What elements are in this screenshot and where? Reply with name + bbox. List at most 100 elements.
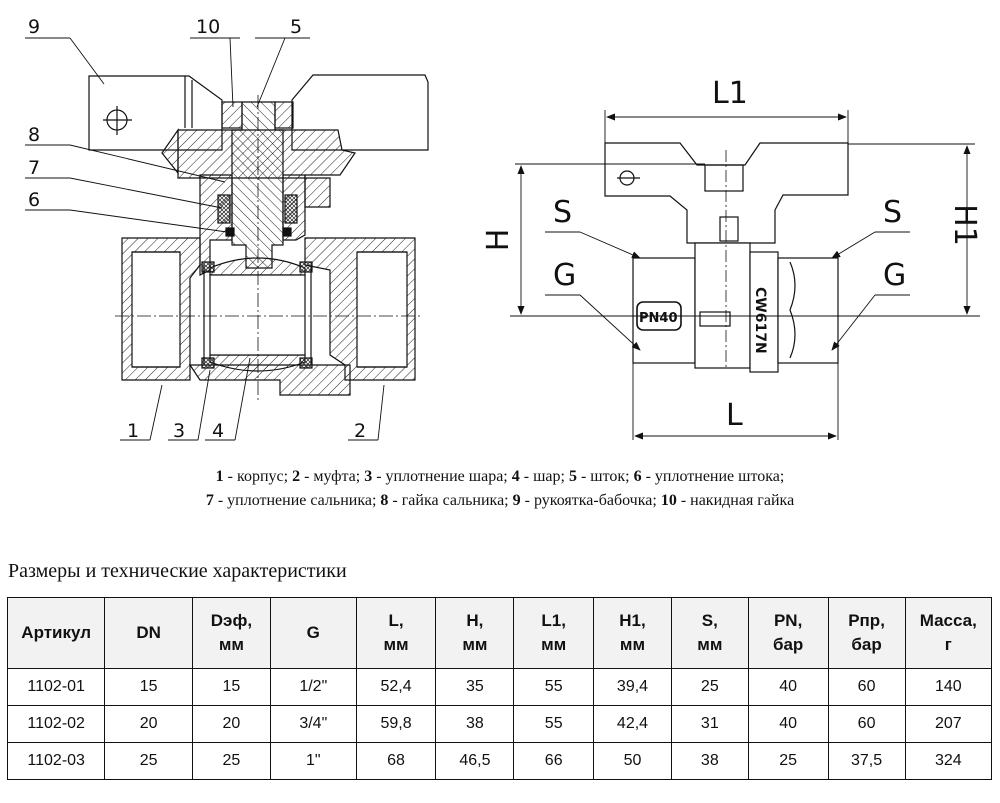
table-cell: 39,4 — [593, 668, 672, 706]
column-header: H, мм — [435, 597, 515, 669]
column-header: Pпр, бар — [827, 597, 906, 669]
dim-label-G-right: G — [883, 258, 906, 293]
column-header-unit: бар — [772, 635, 804, 654]
table-cell: 1" — [269, 742, 357, 780]
column-header: G — [269, 597, 357, 669]
exterior-view — [510, 110, 980, 440]
column-header-line: H, — [466, 611, 484, 630]
table-cell: 46,5 — [435, 742, 515, 780]
callout-5: 5 — [290, 16, 302, 38]
table-cell: 40 — [747, 705, 829, 743]
dim-label-S-left: S — [553, 195, 572, 230]
column-header-line: L1, — [541, 611, 566, 630]
dim-label-L: L — [726, 398, 743, 433]
table-cell: 15 — [191, 668, 271, 706]
table-cell: 31 — [670, 705, 749, 743]
table-cell: 25 — [747, 742, 829, 780]
dim-label-S-right: S — [883, 195, 902, 230]
technical-drawing: 9 10 5 8 7 6 1 3 4 2 — [25, 16, 982, 442]
column-header: S, мм — [670, 597, 749, 669]
column-header-line: DN — [136, 623, 161, 642]
pn40-marking: PN40 — [639, 311, 678, 326]
parts-legend: 1 - корпус; 2 - муфта; 3 - уплотнение ша… — [0, 465, 1000, 513]
section-view — [25, 37, 429, 441]
column-header: DN — [104, 597, 193, 669]
table-cell: 42,4 — [593, 705, 672, 743]
column-header-unit: мм — [697, 635, 723, 654]
legend-text: - рукоятка-бабочка; — [520, 492, 661, 509]
column-header-unit: мм — [619, 635, 646, 654]
table-cell: 37,5 — [827, 742, 906, 780]
legend-text: - накидная гайка — [676, 492, 795, 509]
section-title: Размеры и технические характеристики — [8, 560, 347, 582]
column-header: Артикул — [6, 597, 106, 669]
legend-num: 6 — [633, 468, 642, 485]
table-cell: 1102-03 — [6, 742, 106, 780]
material-marking: CW617N — [752, 287, 768, 354]
legend-text: - уплотнение штока; — [641, 468, 785, 485]
legend-num: 7 — [205, 492, 214, 509]
table-cell: 38 — [435, 705, 515, 743]
table-cell: 66 — [513, 742, 595, 780]
table-cell: 25 — [104, 742, 193, 780]
callout-10: 10 — [196, 16, 220, 38]
table-cell: 1102-02 — [6, 705, 106, 743]
table-cell: 324 — [904, 742, 993, 780]
table-cell: 35 — [435, 668, 515, 706]
legend-num: 2 — [292, 468, 301, 485]
callout-7: 7 — [28, 157, 40, 179]
legend-text: - шток; — [576, 468, 634, 485]
column-header-unit: бар — [851, 635, 882, 654]
column-header-line: Масса, — [919, 611, 977, 630]
table-cell: 68 — [355, 742, 437, 780]
column-header-line: Pпр, — [848, 611, 885, 630]
table-cell: 60 — [827, 668, 906, 706]
table-cell: 25 — [670, 668, 749, 706]
dim-label-L1: L1 — [712, 76, 748, 111]
column-header-line: L, — [388, 611, 404, 630]
column-header-unit: мм — [218, 635, 244, 654]
table-cell: 25 — [191, 742, 271, 780]
table-cell: 20 — [104, 705, 193, 743]
callout-1: 1 — [127, 420, 139, 442]
callout-2: 2 — [354, 420, 366, 442]
callout-6: 6 — [28, 189, 40, 211]
column-header-line: G — [306, 623, 320, 642]
legend-line-1: 1 - корпус; 2 - муфта; 3 - уплотнение ша… — [0, 465, 1000, 489]
table-cell: 38 — [670, 742, 749, 780]
table-cell: 40 — [747, 668, 829, 706]
column-header: L1,мм — [513, 597, 595, 669]
table-cell: 20 — [191, 705, 271, 743]
legend-text: - гайка сальника; — [388, 492, 513, 509]
callout-4: 4 — [212, 420, 224, 442]
column-header-line: Dэф, — [210, 611, 253, 630]
callout-8: 8 — [28, 124, 40, 146]
legend-num: 5 — [568, 468, 577, 485]
legend-num: 10 — [660, 492, 677, 509]
legend-text: - муфта; — [300, 468, 365, 485]
legend-text: - уплотнение сальника; — [213, 492, 381, 509]
column-header: Dэф, мм — [191, 597, 271, 669]
legend-line-2: 7 - уплотнение сальника; 8 - гайка сальн… — [0, 489, 1000, 513]
column-header-line: S, — [701, 611, 718, 630]
table-cell: 55 — [513, 705, 595, 743]
column-header: PN,бар — [747, 597, 829, 669]
table-cell: 15 — [104, 668, 193, 706]
column-header-unit: мм — [462, 635, 488, 654]
table-cell: 59,8 — [355, 705, 437, 743]
callout-3: 3 — [173, 420, 185, 442]
dim-label-H1: H1 — [947, 204, 982, 246]
legend-num: 8 — [380, 492, 389, 509]
table-cell: 55 — [513, 668, 595, 706]
column-header: L,мм — [355, 597, 437, 669]
legend-text: - шар; — [519, 468, 569, 485]
callout-9: 9 — [28, 16, 40, 38]
table-cell: 60 — [827, 705, 906, 743]
legend-text: - корпус; — [223, 468, 293, 485]
table-cell: 1/2" — [269, 668, 357, 706]
legend-text: - уплотнение шара; — [372, 468, 512, 485]
